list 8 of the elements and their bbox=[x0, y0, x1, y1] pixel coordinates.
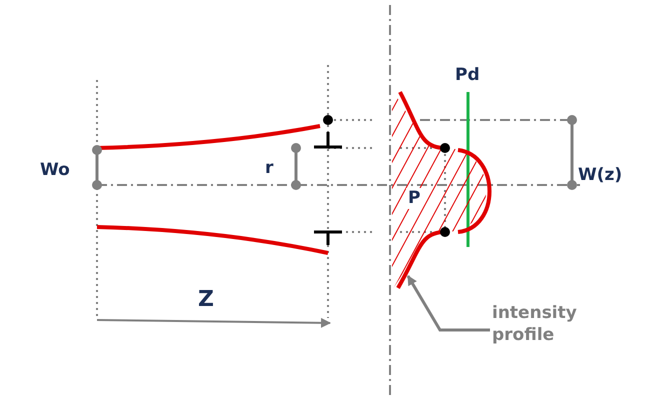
leader-line bbox=[406, 275, 490, 332]
symbol-label: Wo bbox=[40, 160, 70, 181]
callout-text: intensity profile bbox=[492, 302, 602, 346]
symbol-label: Z bbox=[198, 287, 214, 313]
symbol-label: Pd bbox=[455, 65, 480, 86]
symbol-label: W(z) bbox=[578, 165, 622, 186]
symbol-label: P bbox=[406, 188, 422, 209]
symbol-label: r bbox=[265, 158, 274, 179]
